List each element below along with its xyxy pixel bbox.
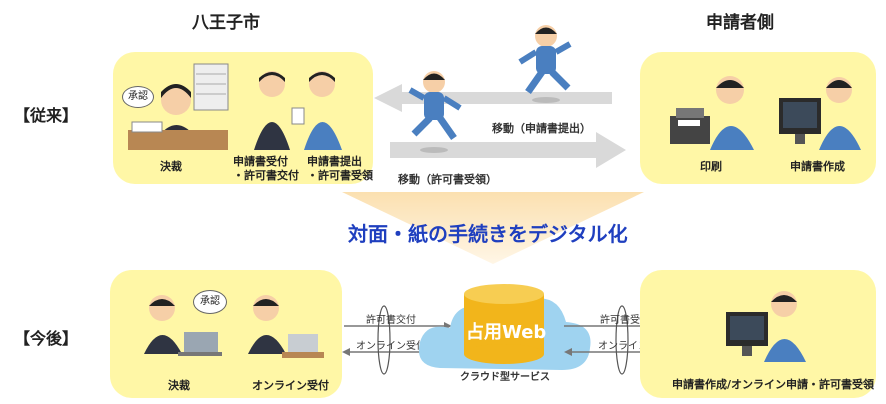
official-laptop-icon (144, 295, 222, 356)
city-header: 八王子市 (192, 13, 260, 33)
digitalization-funnel (342, 192, 644, 264)
label-permit-issue: 許可書交付 (366, 315, 416, 326)
runner-top-icon (518, 25, 572, 103)
label-permit-receive: 許可書受領 (600, 315, 650, 326)
caption-create: 申請書作成 (790, 160, 845, 173)
arrow-top-label: 移動（申請書提出） (492, 122, 591, 135)
before-approval-bubble: 承認 (122, 86, 154, 108)
row-label-after: 【今後】 (14, 329, 79, 348)
caption-after-decision: 決裁 (168, 379, 190, 392)
clerk-laptop-icon (248, 295, 324, 358)
digitalization-banner: 対面・紙の手続きをデジタル化 (348, 222, 628, 246)
caption-submit-line1: 申請書提出 (307, 155, 362, 168)
cloud-subtitle: クラウド型サービス (460, 372, 550, 383)
label-online-apply: オンライン申請 (598, 341, 668, 352)
database-icon (464, 284, 544, 364)
arrow-left-submit (374, 84, 612, 112)
movement-arrows (374, 84, 626, 168)
label-online-receive-arrow: オンライン受付 (356, 341, 426, 352)
caption-submit-line2: ・許可書受領 (307, 169, 373, 182)
applicant-header: 申請者側 (706, 13, 774, 33)
cloud-title: 占用Web (466, 322, 547, 343)
printer-person-icon (670, 76, 754, 150)
after-pc-worker-icon (726, 291, 806, 362)
pc-worker-icon (779, 77, 861, 150)
caption-after-applicant: 申請書作成/オンライン申請・許可書受領 (672, 378, 875, 391)
after-approval-bubble: 承認 (193, 290, 227, 314)
arrow-right-receive (390, 132, 626, 168)
row-label-before: 【従来】 (14, 106, 79, 125)
clerks-exchange-icon (254, 71, 342, 150)
caption-decision: 決裁 (160, 160, 182, 173)
caption-print: 印刷 (700, 160, 722, 173)
runner-bottom-icon (408, 71, 462, 153)
caption-receive-line1: 申請書受付 (233, 155, 288, 168)
caption-online-receive: オンライン受付 (252, 379, 329, 392)
arrow-bottom-label: 移動（許可書受領） (398, 173, 497, 186)
official-decision-icon (128, 63, 229, 150)
caption-receive-line2: ・許可書交付 (233, 169, 299, 182)
